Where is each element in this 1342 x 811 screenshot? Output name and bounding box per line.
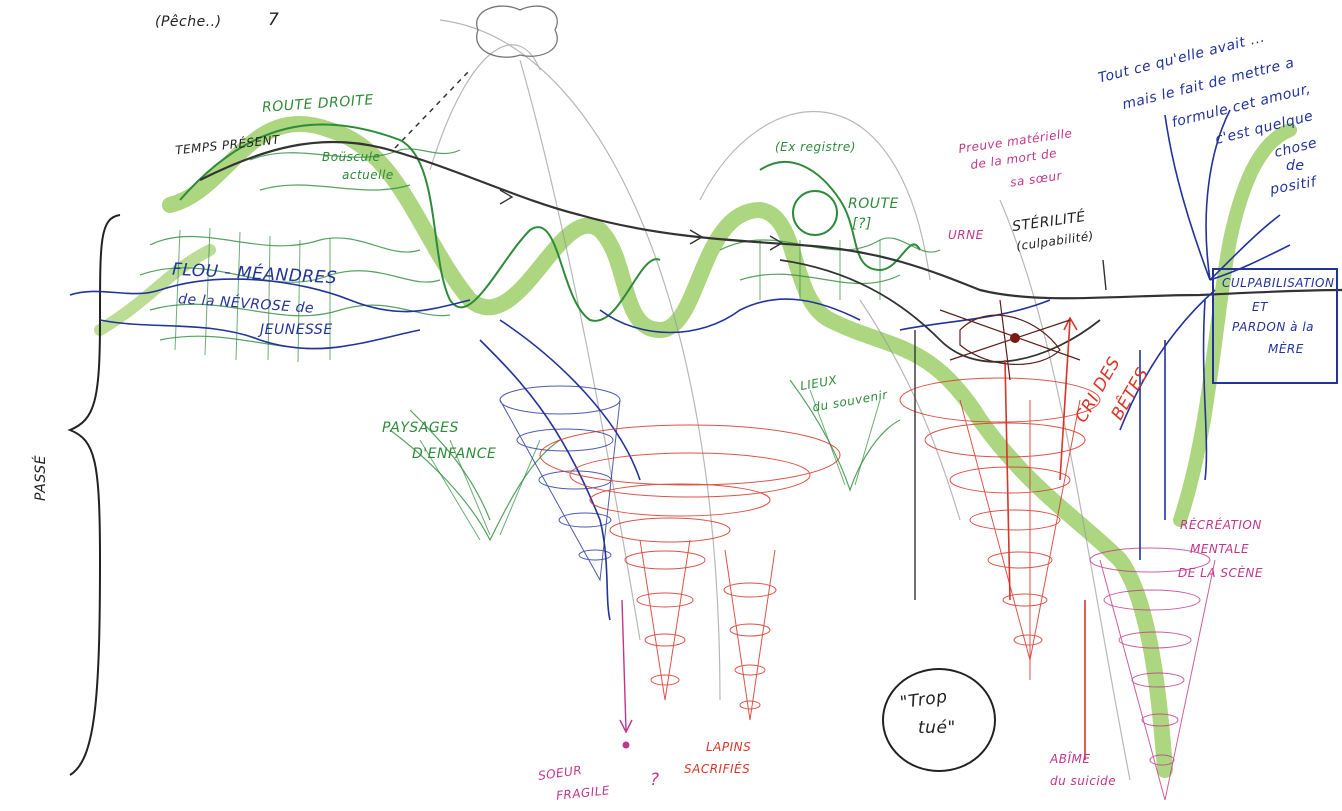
label-recreation-1: RÉCRÉATION [1180, 518, 1262, 532]
knot-scribble [939, 299, 1081, 381]
label-bouscule-1: Boüscule [322, 150, 381, 164]
label-trop-2: tué" [918, 718, 956, 738]
label-culpa-1: CULPABILISATION [1222, 276, 1335, 290]
label-passe: PASSÉ [32, 455, 49, 501]
green-wide-stroke [162, 116, 1173, 778]
label-bouscule-2: actuelle [342, 168, 394, 182]
label-tout-6: de [1286, 158, 1305, 174]
knot-center [1010, 333, 1020, 343]
blue-right-arrows [1119, 109, 1291, 560]
black-arrows [499, 189, 1107, 600]
label-paysages-2: D'ENFANCE [412, 446, 497, 462]
label-flou-3: JEUNESSE [260, 322, 333, 338]
magenta-vortex [1089, 547, 1216, 801]
culpabilisation-box [1212, 268, 1338, 384]
label-route-2: ROUTE [848, 196, 899, 212]
label-lapins-1: LAPINS [706, 740, 752, 754]
green-wide-stroke-left [94, 244, 216, 336]
label-recreation-2: MENTALE [1190, 542, 1250, 556]
trop-tue-circle [882, 668, 996, 772]
label-lapins-2: SACRIFIÉS [684, 762, 751, 776]
label-paysages-1: PAYSAGES [382, 420, 459, 436]
blue-flows [69, 278, 1051, 621]
thought-bubble [476, 5, 558, 58]
time-line-branch [779, 259, 1101, 363]
grey-lines [429, 19, 1131, 781]
label-recreation-3: DE LA SCÈNE [1178, 566, 1263, 580]
green-wide-stroke-right [1173, 123, 1297, 527]
label-culpa-3: PARDON à la [1232, 320, 1315, 334]
label-culpa-4: MÈRE [1268, 342, 1304, 356]
label-abime-2: du suicide [1050, 774, 1117, 788]
red-arrows [1004, 316, 1086, 760]
passe-bracket [67, 214, 121, 776]
top-note: (Pêche..) [155, 14, 222, 30]
magenta-arrows [619, 599, 633, 734]
soeur-dot [622, 741, 630, 749]
red-vortex-center [539, 424, 841, 721]
label-urne: URNE [948, 228, 984, 242]
label-question: ? [650, 770, 660, 790]
label-culpa-2: ET [1252, 300, 1268, 314]
green-hatch-ticks [174, 227, 881, 541]
green-route-line-2 [759, 160, 921, 272]
top-mark: 7 [268, 10, 280, 30]
red-vortex-right [899, 377, 1101, 680]
green-circle [792, 190, 838, 236]
blue-vortex [499, 385, 621, 582]
label-ex-registre: (Ex registre) [775, 140, 856, 154]
label-abime-1: ABÎME [1050, 752, 1091, 766]
label-route-2b: [?] [852, 216, 872, 232]
time-line [199, 140, 1342, 300]
green-hatch-region [139, 148, 941, 542]
green-route-line [179, 123, 661, 322]
dashed-pointer [394, 69, 471, 149]
